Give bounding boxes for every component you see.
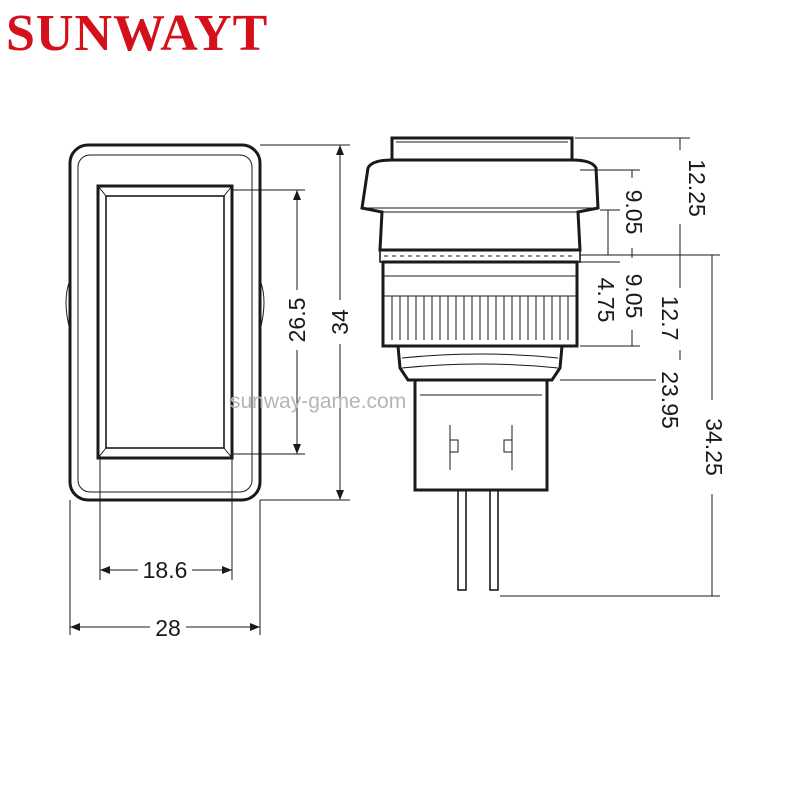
- dim-bezel-height: 9.05: [621, 190, 647, 235]
- dim-ring-height: 9.05: [621, 274, 647, 319]
- cap-top: [390, 136, 574, 160]
- dim-body-depth: 23.95: [657, 371, 683, 429]
- side-bezel: [360, 158, 600, 252]
- dim-thread-offset: 4.75: [593, 278, 619, 323]
- dim-width-outer: 28: [155, 615, 181, 641]
- front-view: 18.6 28 26.5 34: [65, 143, 354, 641]
- dim-height-outer: 34: [327, 309, 353, 335]
- dim-panel-thickness: 12.7: [657, 296, 683, 341]
- terminal-right: [489, 489, 499, 591]
- side-view: 12.25 9.05 9.05 4.75 12.7 23.95 34.25: [360, 136, 727, 597]
- dim-height-inner: 26.5: [284, 298, 310, 343]
- dim-cap-height: 12.25: [684, 159, 710, 217]
- bezel-outline: [68, 143, 262, 502]
- terminal-left: [457, 489, 467, 591]
- switch-housing: [413, 378, 549, 492]
- brand-logo: SUNWAYT: [6, 5, 269, 62]
- dim-total-depth: 34.25: [701, 418, 727, 476]
- watermark-text: sunway-game.com: [230, 390, 406, 413]
- lens-frame: [96, 184, 234, 460]
- lens: [105, 195, 225, 449]
- nut: [396, 344, 564, 382]
- dim-width-inner: 18.6: [143, 557, 188, 583]
